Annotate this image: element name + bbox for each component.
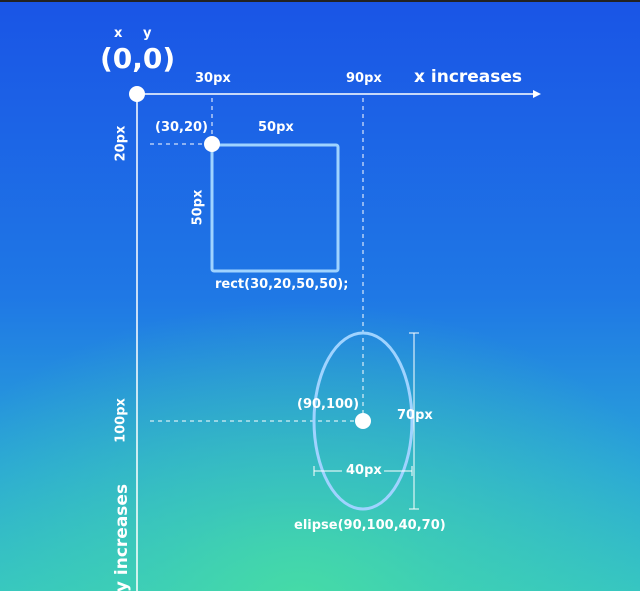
x-axis-arrowhead [533, 90, 541, 98]
y-axis-label: y increases [112, 483, 132, 591]
y-tick-20: 20px [113, 125, 129, 162]
ellipse-center-point [355, 413, 371, 429]
ellipse-code-label: elipse(90,100,40,70) [294, 518, 446, 533]
origin-point [129, 86, 145, 102]
ellipse-shape [312, 331, 414, 511]
ellipse-height-label: 70px [397, 408, 433, 423]
rect-code-label: rect(30,20,50,50); [215, 277, 349, 292]
x-axis-label: x increases [414, 67, 523, 87]
x-tick-30: 30px [195, 71, 231, 86]
origin-x-letter: x [114, 26, 123, 41]
rect-corner-label: (30,20) [155, 120, 209, 135]
rect-shape [210, 143, 340, 273]
x-tick-90: 90px [346, 71, 382, 86]
rect-height-label: 50px [190, 189, 206, 226]
ellipse-width-label: 40px [346, 463, 382, 478]
rect-corner-point [204, 136, 220, 152]
y-tick-100: 100px [113, 398, 129, 443]
ellipse-center-label: (90,100) [297, 397, 360, 412]
origin-y-letter: y [143, 26, 152, 41]
rect-width-label: 50px [258, 120, 294, 135]
origin-label: (0,0) [100, 42, 176, 75]
